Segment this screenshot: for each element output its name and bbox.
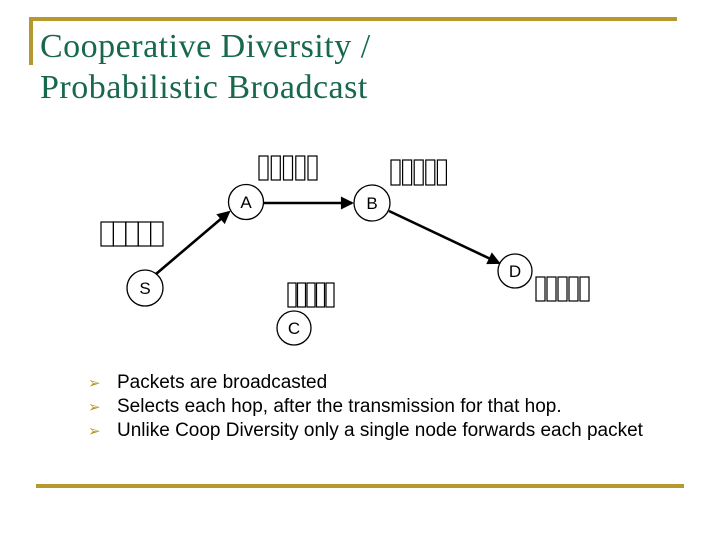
missing-glyph-run-near-a bbox=[258, 155, 318, 181]
bullet-text: Packets are broadcasted bbox=[117, 372, 328, 393]
bullet-item: ➢ Unlike Coop Diversity only a single no… bbox=[88, 419, 700, 443]
bullet-text: Unlike Coop Diversity only a single node… bbox=[117, 420, 643, 441]
top-accent-line bbox=[30, 17, 677, 21]
slide-title: Cooperative Diversity / Probabilistic Br… bbox=[40, 26, 660, 108]
title-accent-bar bbox=[29, 17, 33, 65]
arrow-bullet-icon: ➢ bbox=[88, 374, 101, 392]
bottom-accent-line bbox=[36, 484, 684, 488]
missing-glyph-run-near-s bbox=[100, 221, 164, 247]
node-d-label: D bbox=[509, 262, 521, 281]
bullet-text: Selects each hop, after the transmission… bbox=[117, 396, 562, 417]
node-c-label: C bbox=[288, 319, 300, 338]
node-d: D bbox=[497, 253, 533, 289]
bullet-list: ➢ Packets are broadcasted ➢ Selects each… bbox=[88, 371, 700, 443]
node-s-label: S bbox=[139, 279, 150, 298]
bullet-item: ➢ Selects each hop, after the transmissi… bbox=[88, 395, 700, 419]
node-s: S bbox=[126, 269, 164, 307]
edge-s-to-a bbox=[155, 210, 231, 275]
node-b: B bbox=[353, 184, 391, 222]
missing-glyph-run-near-b bbox=[390, 159, 447, 186]
node-c: C bbox=[276, 310, 312, 346]
bullet-item: ➢ Packets are broadcasted bbox=[88, 371, 700, 395]
slide-title-line2: Probabilistic Broadcast bbox=[40, 69, 368, 106]
slide-title-line1: Cooperative Diversity / bbox=[40, 28, 371, 65]
arrow-bullet-icon: ➢ bbox=[88, 422, 101, 440]
arrow-bullet-icon: ➢ bbox=[88, 398, 101, 416]
edge-b-to-d bbox=[388, 209, 501, 265]
node-b-label: B bbox=[366, 194, 377, 213]
missing-glyph-run-near-c bbox=[287, 282, 335, 308]
missing-glyph-run-near-d bbox=[535, 276, 590, 302]
node-a: A bbox=[227, 183, 265, 221]
node-a-label: A bbox=[240, 193, 252, 212]
